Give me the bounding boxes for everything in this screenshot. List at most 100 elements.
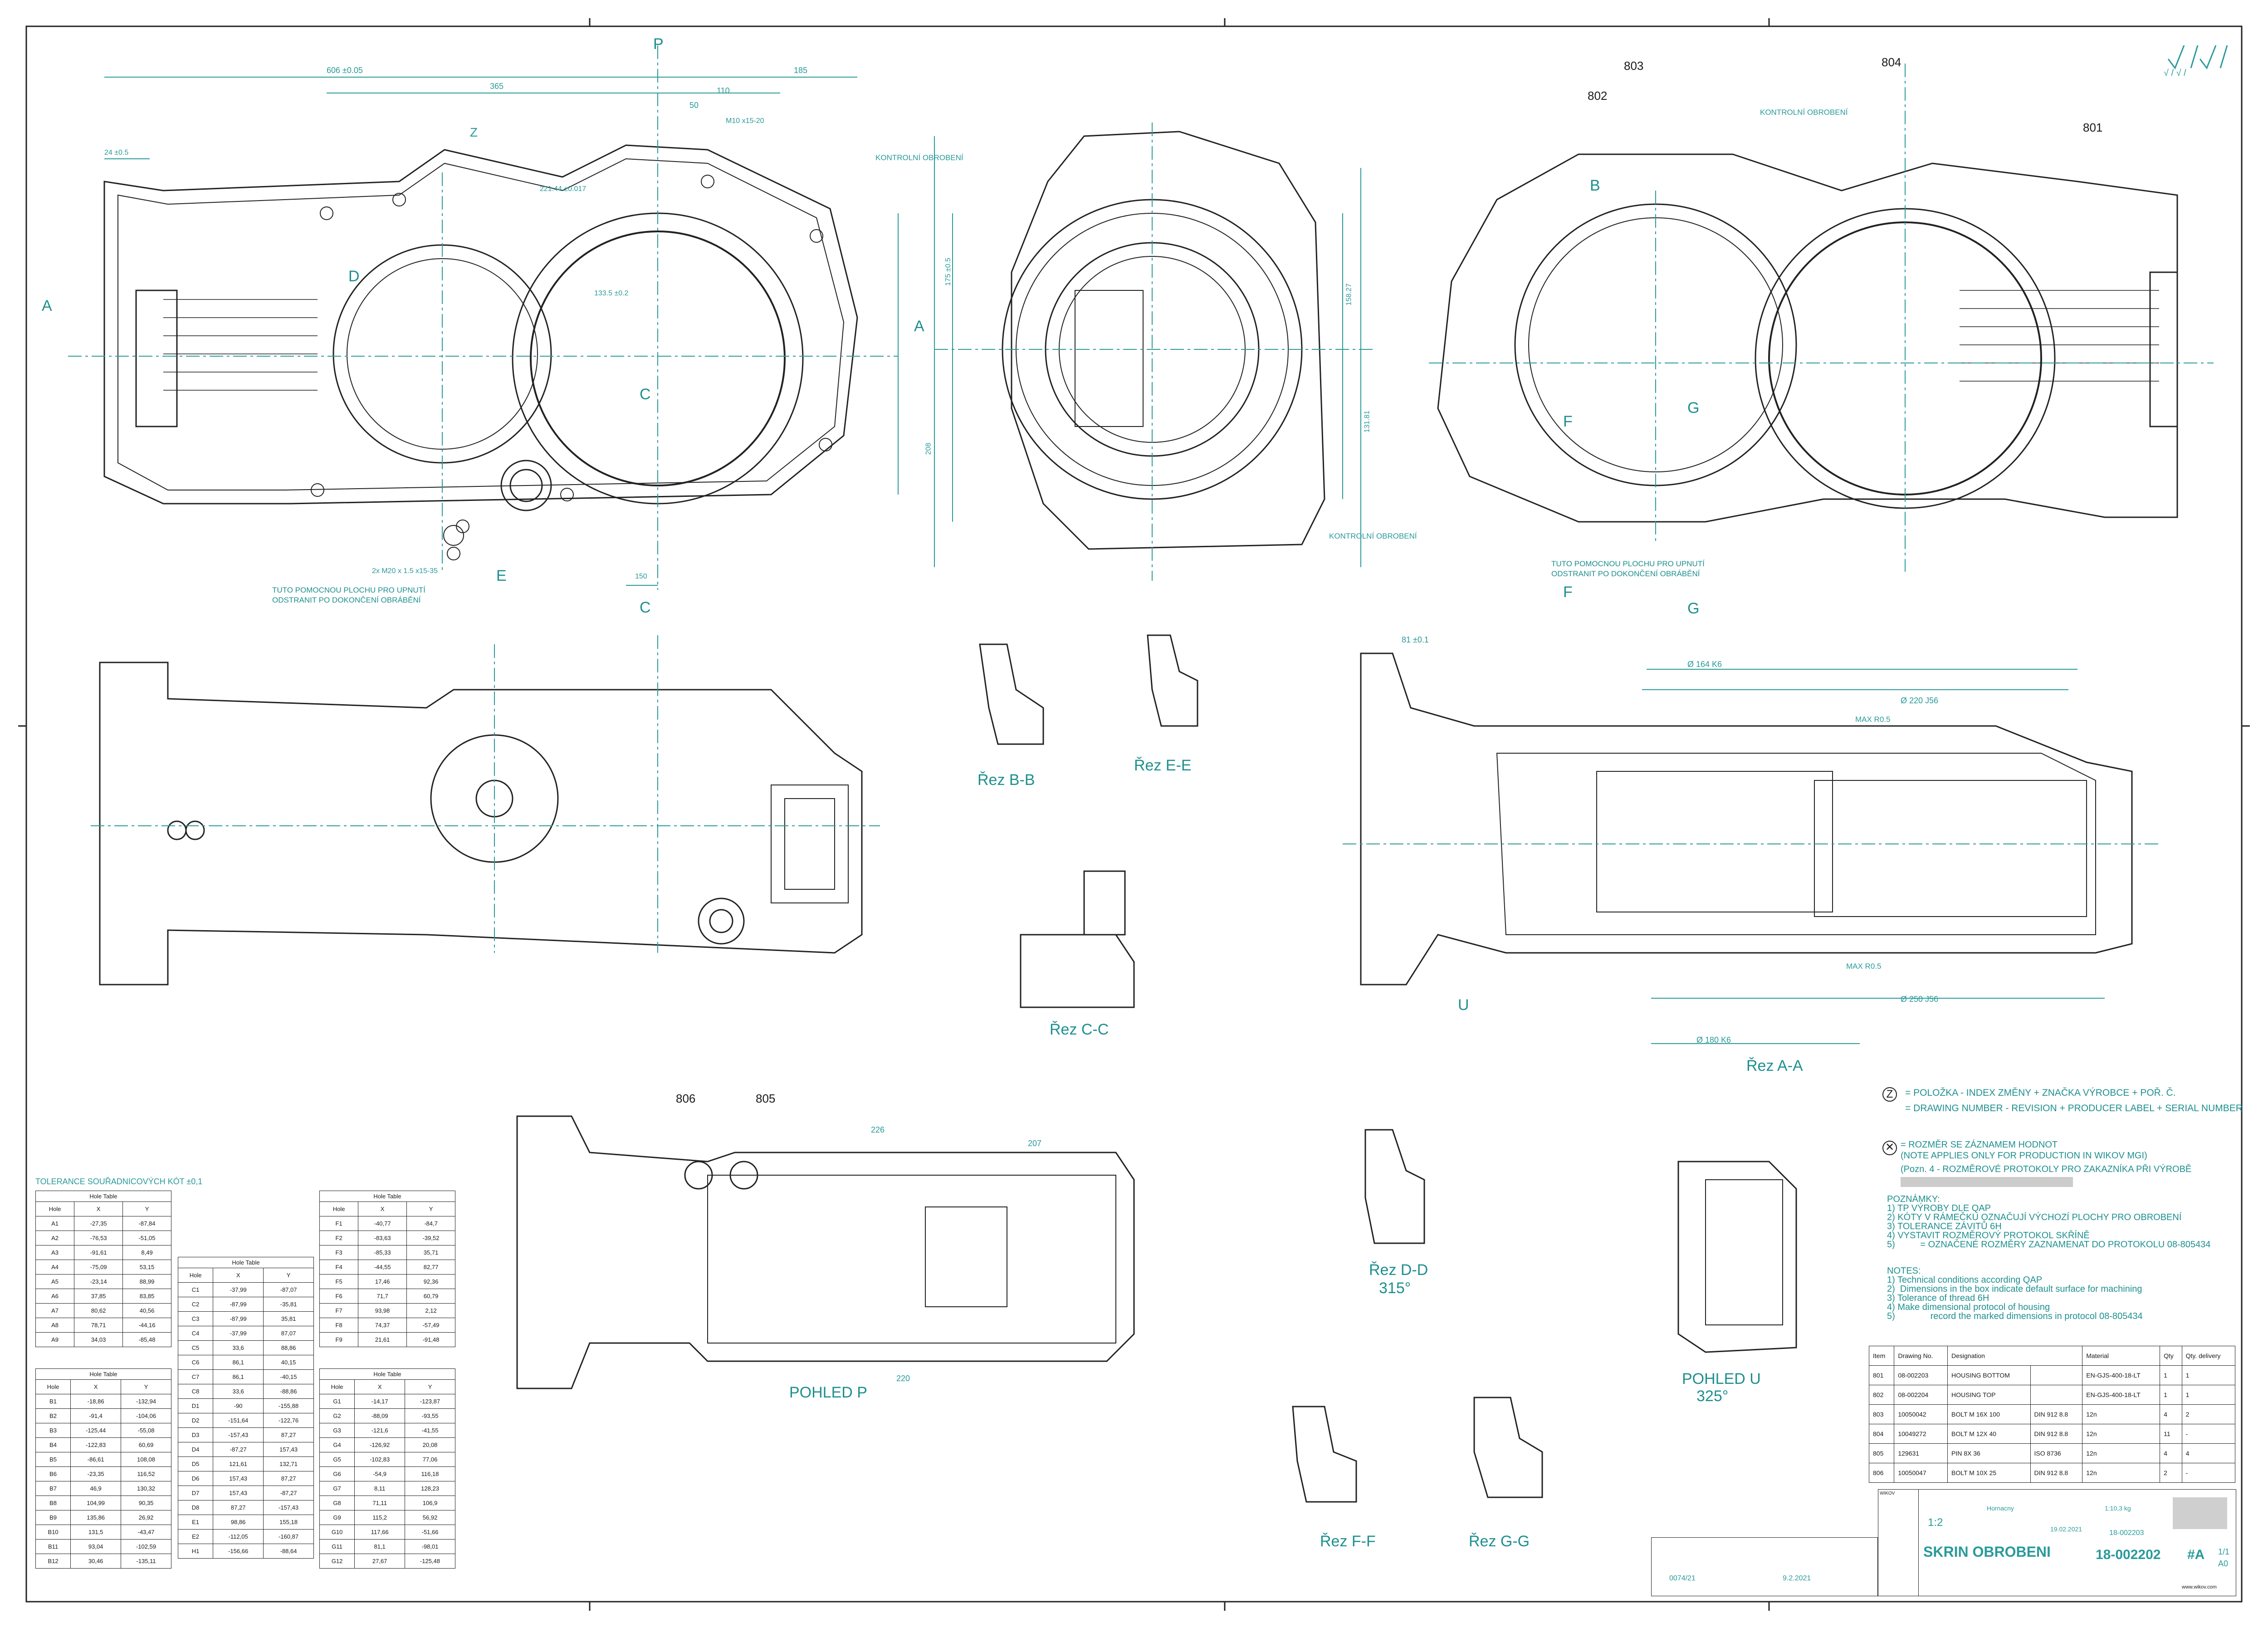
item-801: 801 bbox=[2083, 121, 2103, 134]
table-cell: -87,27 bbox=[213, 1442, 264, 1457]
section-a-a bbox=[1360, 652, 2133, 986]
table-cell: 27,67 bbox=[354, 1554, 406, 1569]
table-cell: -151,64 bbox=[213, 1413, 264, 1428]
col-y: Y bbox=[122, 1201, 171, 1216]
label-rez-ee: Řez E-E bbox=[1134, 757, 1192, 774]
table-cell: 155,18 bbox=[263, 1515, 314, 1530]
table-cell: -102,59 bbox=[121, 1539, 171, 1554]
table-cell: 117,66 bbox=[354, 1525, 406, 1540]
table-cell: -112,05 bbox=[213, 1529, 264, 1544]
table-cell: C5 bbox=[177, 1340, 214, 1355]
note-en-3: 3) Tolerance of thread 6H bbox=[1887, 1293, 1989, 1303]
view-label-f-bottom: F bbox=[1563, 584, 1573, 601]
note-en-4: 4) Make dimensional protocol of housing bbox=[1887, 1302, 2050, 1312]
table-cell: 90,35 bbox=[121, 1496, 171, 1510]
tb-title: SKRIN OBROBENI bbox=[1923, 1544, 2051, 1560]
table-cell: -126,92 bbox=[354, 1437, 406, 1452]
table-cell: D4 bbox=[177, 1442, 214, 1457]
tb-scale: 1:2 bbox=[1928, 1516, 1943, 1529]
tb-date1: 19.02.2021 bbox=[2050, 1525, 2082, 1533]
table-cell: C4 bbox=[177, 1326, 214, 1341]
hole-table-a-caption: Hole Table bbox=[35, 1191, 171, 1201]
sheet-symbols: √ / √ / bbox=[2164, 68, 2186, 78]
item-806: 806 bbox=[676, 1092, 696, 1105]
table-cell: -157,43 bbox=[263, 1500, 314, 1515]
dim-207: 207 bbox=[1028, 1139, 1042, 1148]
table-cell: 80,62 bbox=[74, 1303, 123, 1318]
table-cell: EN-GJS-400-18-LT bbox=[2082, 1385, 2160, 1405]
tb-revision-code: 0074/21 bbox=[1669, 1574, 1696, 1582]
table-cell: 74,37 bbox=[358, 1318, 407, 1333]
tb-sheet: 1/1 bbox=[2218, 1547, 2230, 1556]
dim-164-k6: Ø 164 K6 bbox=[1687, 660, 1722, 669]
z-legend-line1: = POLOŽKA - INDEX ZMĚNY + ZNAČKA VÝROBCE… bbox=[1905, 1088, 2176, 1098]
dim-max-r05-bottom: MAX R0.5 bbox=[1846, 962, 1882, 971]
table-cell: -85,33 bbox=[358, 1245, 407, 1260]
table-cell: 157,43 bbox=[263, 1442, 314, 1457]
table-cell: A3 bbox=[35, 1245, 75, 1260]
section-details-middle bbox=[979, 634, 1198, 1008]
dim-606: 606 ±0.05 bbox=[327, 66, 363, 75]
table-cell: -51,05 bbox=[122, 1231, 171, 1246]
table-cell: 33,6 bbox=[213, 1340, 264, 1355]
table-cell: 12n bbox=[2082, 1424, 2160, 1444]
view-pohled-p bbox=[516, 1115, 1135, 1389]
table-cell: -87,84 bbox=[122, 1216, 171, 1231]
col-hole: Hole bbox=[35, 1201, 75, 1216]
view-top-right-centerlines bbox=[1429, 64, 2214, 572]
table-cell: 157,43 bbox=[213, 1486, 264, 1501]
hole-row: A1-27,35-87,84 bbox=[35, 1216, 171, 1231]
table-cell: -88,86 bbox=[263, 1384, 314, 1399]
col-hole: Hole bbox=[35, 1379, 71, 1394]
table-cell: 108,08 bbox=[121, 1452, 171, 1467]
table-cell: -121,6 bbox=[354, 1423, 406, 1438]
table-cell: D8 bbox=[177, 1500, 214, 1515]
col-y: Y bbox=[121, 1379, 171, 1394]
hole-table-c-caption: Hole Table bbox=[178, 1257, 314, 1268]
table-cell: A4 bbox=[35, 1260, 75, 1275]
table-cell: -102,83 bbox=[354, 1452, 406, 1467]
hole-table-b-caption: Hole Table bbox=[35, 1368, 171, 1379]
hole-row: B3-125,44-55,08 bbox=[35, 1423, 171, 1438]
table-cell: -35,81 bbox=[263, 1297, 314, 1312]
hole-row: B2-91,4-104,06 bbox=[35, 1408, 171, 1423]
table-cell: F1 bbox=[319, 1216, 359, 1231]
table-cell: C7 bbox=[177, 1369, 214, 1384]
table-cell: -27,35 bbox=[74, 1216, 123, 1231]
label-pohled-u-angle: 325° bbox=[1696, 1388, 1729, 1405]
table-cell: 128,23 bbox=[405, 1481, 455, 1496]
table-cell: -23,14 bbox=[74, 1274, 123, 1289]
table-cell: G9 bbox=[319, 1510, 355, 1525]
table-cell: 88,99 bbox=[122, 1274, 171, 1289]
item-802: 802 bbox=[1588, 89, 1608, 103]
table-cell: B6 bbox=[35, 1466, 71, 1481]
dim-158: 158.27 bbox=[1345, 283, 1353, 306]
table-cell: C6 bbox=[177, 1355, 214, 1370]
table-cell: 71,7 bbox=[358, 1289, 407, 1304]
note-kontrolni-2: KONTROLNÍ OBROBENÍ bbox=[1329, 532, 1417, 540]
label-rez-dd: Řez D-D bbox=[1369, 1261, 1428, 1279]
frame-ticks bbox=[18, 18, 2250, 1611]
view-top-left-dims bbox=[104, 77, 899, 586]
table-cell: F7 bbox=[319, 1303, 359, 1318]
parts-list: Item Drawing No. Designation Material Qt… bbox=[1868, 1346, 2236, 1483]
section-a-a-dims bbox=[1642, 669, 2105, 1044]
table-cell: 1 bbox=[2160, 1365, 2182, 1385]
bom-col-material: Material bbox=[2082, 1346, 2160, 1366]
view-label-f-top: F bbox=[1563, 413, 1573, 430]
col-x: X bbox=[70, 1379, 122, 1394]
table-cell: -75,09 bbox=[74, 1260, 123, 1275]
note-en-5: 5) record the marked dimensions in proto… bbox=[1887, 1311, 2143, 1321]
table-cell: -93,55 bbox=[405, 1408, 455, 1423]
